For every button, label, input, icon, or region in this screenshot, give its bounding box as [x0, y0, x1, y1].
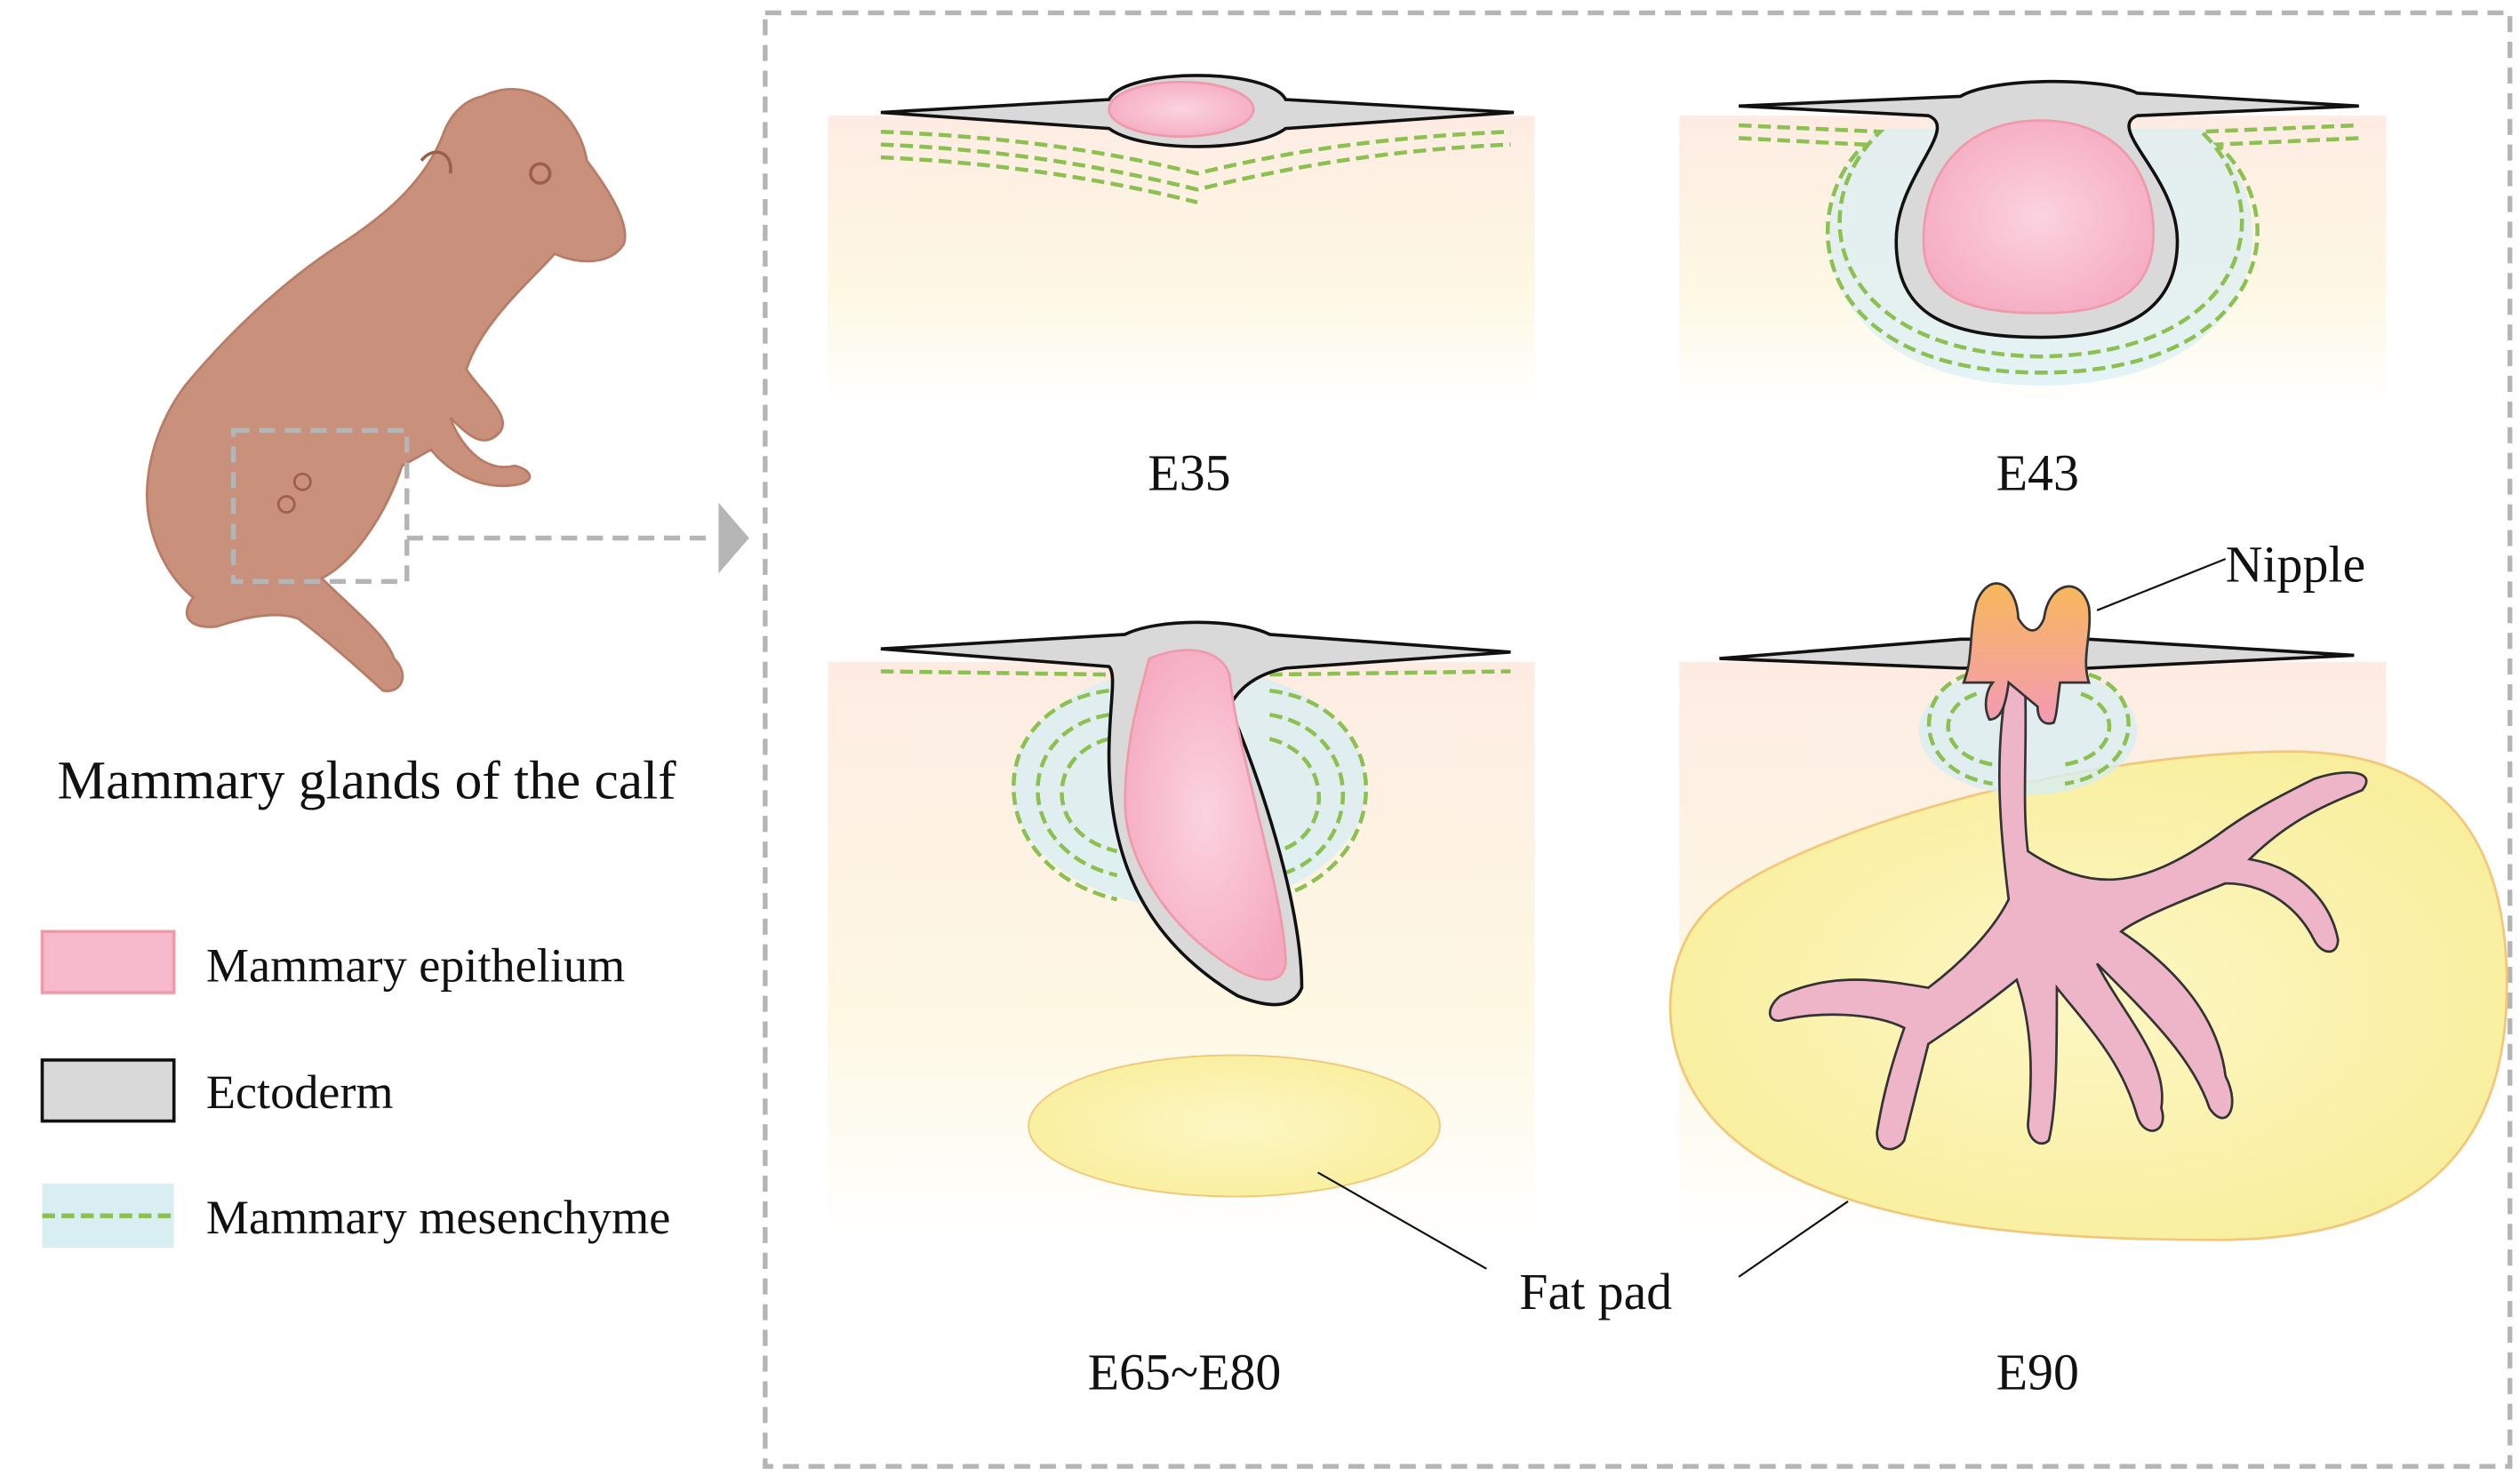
- mammary-epithelium: [1922, 119, 2155, 315]
- mesenchyme-glow: [1918, 666, 2138, 795]
- stage-label-e35: E35: [1148, 443, 1230, 501]
- fat-pad-leader-line: [1738, 1201, 1849, 1278]
- mammary-epithelium: [1124, 649, 1287, 981]
- legend: Mammary epithelium Ectoderm Mammary mese…: [40, 929, 670, 1249]
- mesenchyme-lines: [880, 669, 1511, 902]
- fat-pad-leader-line: [1317, 1171, 1487, 1270]
- stage-label-e43: E43: [1996, 443, 2079, 501]
- stage-e90: [1668, 557, 2508, 1241]
- tissue-background: [828, 116, 1535, 405]
- calf-body: [146, 87, 627, 692]
- calf-region-box: [230, 427, 410, 584]
- nipple-leader-line: [2096, 557, 2227, 611]
- legend-label: Ectoderm: [206, 1065, 394, 1119]
- legend-swatch-ectoderm: [40, 1058, 176, 1123]
- legend-label: Mammary mesenchyme: [206, 1191, 670, 1244]
- calf-teat: [292, 472, 312, 491]
- stage-e43: [1679, 79, 2387, 405]
- fat-pad-label: Fat pad: [1519, 1263, 1672, 1320]
- stage-e35: [828, 74, 1535, 405]
- arrow-head-icon: [718, 502, 749, 574]
- mammary-epithelium: [1108, 80, 1255, 138]
- mesenchyme-lines: [1926, 672, 2131, 786]
- stage-e65-e80: [828, 620, 1535, 1241]
- figure-title: Mammary glands of the calf: [58, 750, 677, 810]
- calf-illustration: [146, 87, 749, 692]
- fat-pad: [1028, 1054, 1441, 1198]
- stages-frame: [763, 10, 2513, 1469]
- calf-ear: [420, 150, 452, 174]
- mesenchyme-lines: [1738, 123, 2359, 375]
- calf-teat: [276, 495, 296, 514]
- legend-swatch-epithelium: [40, 929, 176, 994]
- mesenchyme-lines: [880, 129, 1511, 204]
- stage-label-e90: E90: [1996, 1343, 2079, 1400]
- legend-label: Mammary epithelium: [206, 938, 625, 992]
- nipple: [1962, 582, 2092, 725]
- stage-label-e65-e80: E65~E80: [1088, 1343, 1282, 1400]
- nipple-label: Nipple: [2226, 535, 2365, 593]
- mammary-ducts: [1768, 673, 2368, 1151]
- calf-eye: [529, 162, 552, 185]
